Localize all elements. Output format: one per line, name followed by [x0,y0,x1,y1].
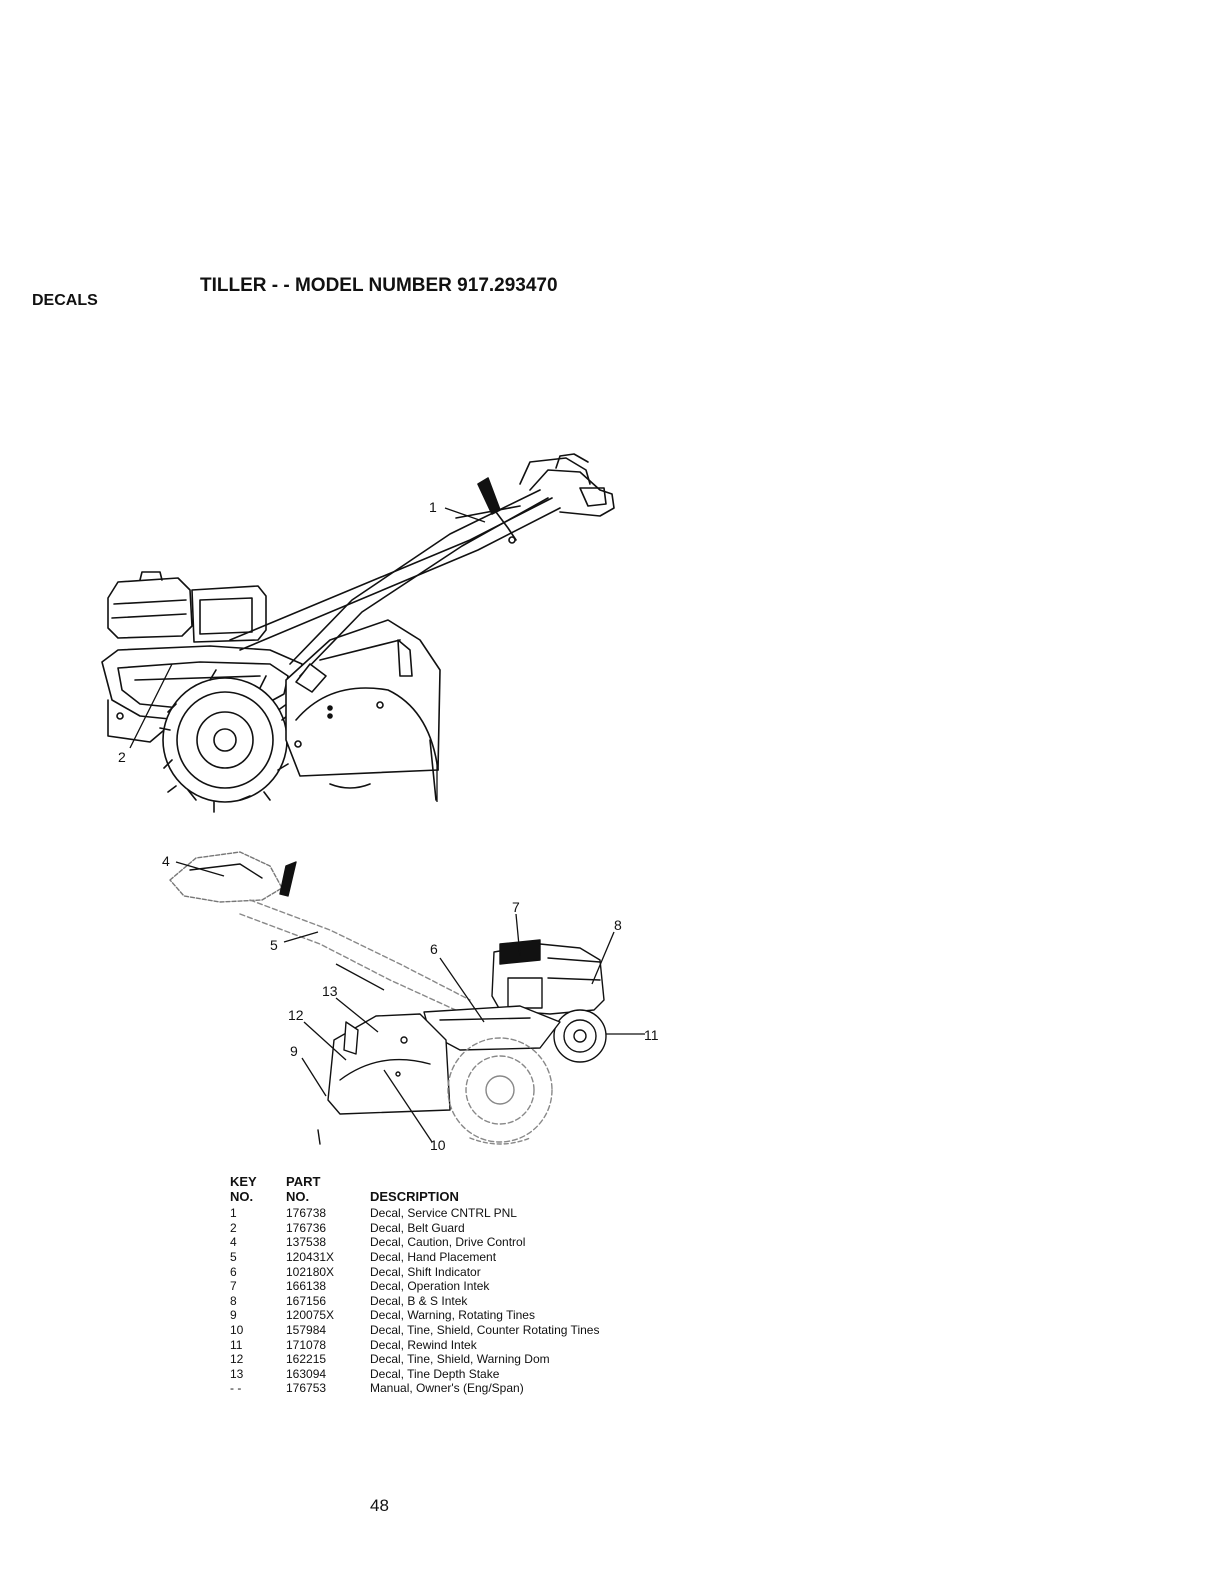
callout-11: 11 [644,1027,659,1043]
part-no: 166138 [286,1279,327,1294]
callout-5: 5 [270,937,278,953]
key-no: 6 [230,1264,237,1279]
part-no: 120075X [286,1308,335,1323]
part-no: 176738 [286,1206,327,1221]
header-description: DESCRIPTION [370,1188,459,1204]
tiller-decal-diagrams: 1 2 [101,453,659,1153]
table-row: 13 163094 Decal, Tine Depth Stake [230,1367,670,1382]
description: Decal, Rewind Intek [370,1337,477,1352]
description: Decal, Tine, Shield, Warning Dom [370,1352,550,1367]
description: Decal, Tine Depth Stake [370,1366,500,1381]
callout-9: 9 [290,1043,298,1059]
part-no: 176736 [286,1220,327,1235]
header-key-bottom: NO. [230,1188,254,1204]
part-no: 157984 [286,1322,327,1337]
description: Decal, Hand Placement [370,1249,497,1264]
callout-7: 7 [512,899,520,915]
description: Decal, Service CNTRL PNL [370,1206,517,1221]
part-no: 102180X [286,1264,335,1279]
table-row: 7 166138 Decal, Operation Intek [230,1279,670,1294]
part-no: 163094 [286,1366,327,1381]
description: Decal, Warning, Rotating Tines [370,1308,535,1323]
callout-1: 1 [429,499,437,515]
bottom-callout-leaders [175,861,645,1143]
tiller-top-illustration [101,453,615,813]
key-no: 7 [230,1279,237,1294]
description: Decal, Belt Guard [370,1220,465,1235]
key-no: 5 [230,1249,237,1264]
page-number: 48 [370,1496,389,1515]
table-row: 1 176738 Decal, Service CNTRL PNL [230,1206,670,1221]
description: Decal, B & S Intek [370,1293,468,1308]
table-row: 6 102180X Decal, Shift Indicator [230,1265,670,1280]
table-row: 8 167156 Decal, B & S Intek [230,1294,670,1309]
part-no: 162215 [286,1352,327,1367]
table-row: 12 162215 Decal, Tine, Shield, Warning D… [230,1352,670,1367]
table-row: 11 171078 Decal, Rewind Intek [230,1338,670,1353]
header-part-top: PART [286,1174,321,1189]
table-row: 5 120431X Decal, Hand Placement [230,1250,670,1265]
parts-table-header-bottom: NO. NO. DESCRIPTION [230,1188,670,1205]
description: Manual, Owner's (Eng/Span) [370,1381,524,1396]
description: Decal, Shift Indicator [370,1264,481,1279]
description: Decal, Operation Intek [370,1279,490,1294]
page-title: TILLER - - MODEL NUMBER 917.293470 [200,275,558,296]
key-no: 12 [230,1352,244,1367]
table-row: 4 137538 Decal, Caution, Drive Control [230,1235,670,1250]
key-no: 2 [230,1220,237,1235]
section-heading: DECALS [32,292,98,309]
part-no: 171078 [286,1337,327,1352]
callout-6: 6 [430,941,438,957]
parts-table-header-top: KEY PART [230,1174,670,1190]
table-row: 9 120075X Decal, Warning, Rotating Tines [230,1308,670,1323]
description: Decal, Caution, Drive Control [370,1235,526,1250]
callout-2: 2 [118,749,126,765]
table-row: 2 176736 Decal, Belt Guard [230,1221,670,1236]
tiller-bottom-illustration [169,851,607,1145]
callout-4: 4 [162,853,170,869]
part-no: 176753 [286,1381,327,1396]
key-no: 13 [230,1366,244,1381]
description: Decal, Tine, Shield, Counter Rotating Ti… [370,1322,600,1337]
callout-8: 8 [614,917,622,933]
callout-12: 12 [288,1007,304,1023]
header-key-top: KEY [230,1174,257,1189]
header-part-bottom: NO. [286,1188,310,1204]
top-callout-leaders [129,507,486,802]
key-no: 10 [230,1322,244,1337]
key-no: 1 [230,1206,237,1221]
key-no: 9 [230,1308,237,1323]
table-row: - - 176753 Manual, Owner's (Eng/Span) [230,1381,670,1396]
table-row: 10 157984 Decal, Tine, Shield, Counter R… [230,1323,670,1338]
callout-13: 13 [322,983,338,999]
part-no: 167156 [286,1293,327,1308]
parts-table: KEY PART NO. NO. DESCRIPTION 1 176738 De… [230,1174,670,1396]
part-no: 120431X [286,1249,335,1264]
key-no: 8 [230,1293,237,1308]
part-no: 137538 [286,1235,327,1250]
key-no: 4 [230,1235,237,1250]
key-no: 11 [230,1337,243,1352]
callout-10: 10 [430,1137,446,1153]
key-no: - - [230,1381,242,1396]
